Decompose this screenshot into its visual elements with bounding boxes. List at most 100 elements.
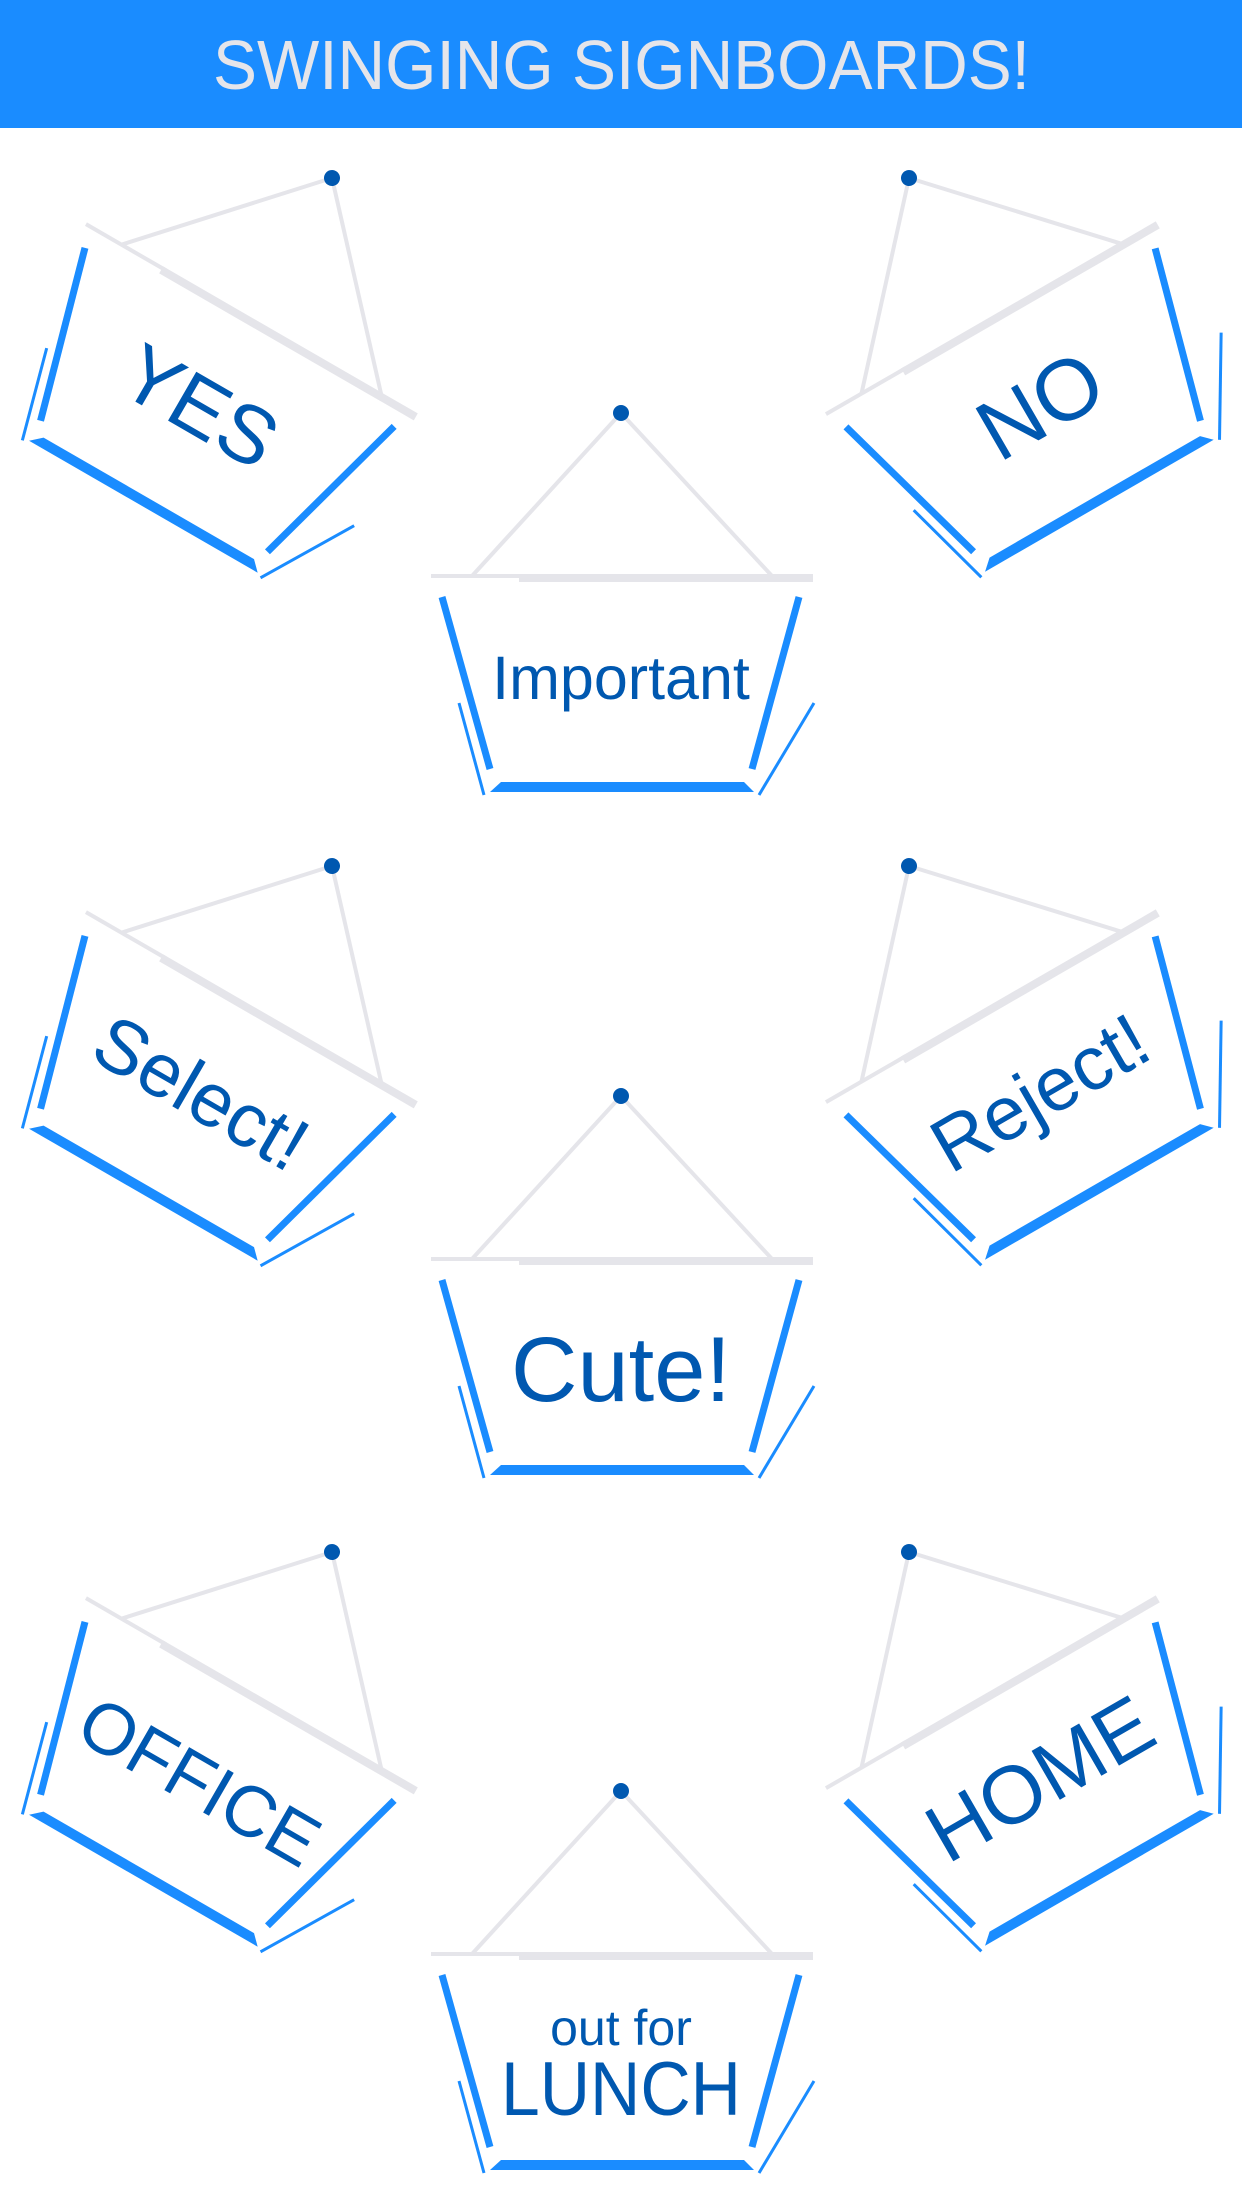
top-bar: [901, 909, 1160, 1064]
pin-icon: [613, 1783, 629, 1799]
sign-label: Important: [492, 644, 750, 712]
pin-icon: [324, 170, 340, 186]
header-bar: [0, 0, 1242, 128]
pin-icon: [901, 1544, 917, 1560]
frame-right-accent: [259, 1212, 355, 1268]
frame-right-edge: [748, 596, 803, 770]
rope-left: [470, 1789, 623, 1956]
rope-left: [120, 864, 333, 935]
rope-right: [619, 1094, 774, 1261]
top-bar-thin: [431, 1257, 523, 1261]
top-bar-thin: [84, 910, 167, 960]
rope-left: [470, 1094, 623, 1261]
top-bar: [519, 574, 813, 582]
top-bar: [159, 266, 418, 421]
top-bar-thin: [824, 1740, 907, 1790]
page-title: SWINGING SIGNBOARDS!: [213, 26, 1030, 104]
signboard-office[interactable]: OFFICE: [0, 1450, 503, 1979]
frame-left-accent: [457, 2080, 486, 2174]
frame-right-edge: [748, 1279, 803, 1453]
frame-right-accent: [757, 702, 816, 796]
frame-bottom-edge: [490, 2160, 754, 2170]
frame-left-accent: [20, 1035, 49, 1129]
sign-label: HOME: [911, 1678, 1170, 1880]
rope-left: [120, 176, 333, 247]
top-bar-thin: [84, 1596, 167, 1646]
sign-label: NO: [961, 332, 1121, 480]
rope-right: [619, 411, 774, 578]
frame-left-accent: [20, 347, 49, 441]
frame-right-edge: [264, 1797, 397, 1929]
frame-left-accent: [912, 1883, 983, 1953]
rope-left: [859, 1551, 911, 1769]
frame-left-edge: [438, 1974, 494, 2148]
rope-right: [908, 176, 1122, 246]
frame-left-edge: [37, 246, 89, 422]
frame-right-accent: [1218, 1020, 1223, 1128]
top-bar-thin: [431, 574, 523, 578]
pin-icon: [901, 170, 917, 186]
top-bar-thin: [824, 1054, 907, 1104]
frame-left-accent: [457, 1385, 486, 1479]
frame-left-edge: [843, 1112, 976, 1243]
sign-label: YES: [106, 327, 294, 488]
frame-left-edge: [438, 596, 494, 770]
frame-bottom-edge: [29, 1125, 258, 1261]
signboard-no[interactable]: NO: [740, 75, 1242, 604]
signboard-important[interactable]: Important: [431, 405, 816, 796]
frame-right-accent: [1218, 1706, 1223, 1814]
rope-right: [908, 864, 1122, 934]
frame-right-edge: [264, 1111, 397, 1243]
frame-left-edge: [843, 1798, 976, 1929]
frame-right-accent: [259, 524, 355, 580]
frame-left-accent: [912, 1197, 983, 1267]
pin-icon: [901, 858, 917, 874]
frame-right-accent: [1218, 332, 1223, 440]
frame-right-edge: [748, 1974, 803, 2148]
rope-left: [120, 1550, 333, 1621]
frame-right-edge: [1151, 247, 1204, 422]
frame-left-edge: [37, 934, 89, 1110]
frame-right-edge: [264, 423, 397, 555]
pin-icon: [324, 1544, 340, 1560]
frame-left-accent: [912, 509, 983, 579]
signboard-reject[interactable]: Reject!: [740, 763, 1242, 1292]
top-bar: [901, 221, 1160, 376]
top-bar-thin: [84, 222, 167, 272]
signboard-cute[interactable]: Cute!: [431, 1088, 816, 1479]
frame-right-accent: [757, 1385, 816, 1479]
top-bar: [159, 954, 418, 1109]
signboard-yes[interactable]: YES: [0, 76, 503, 605]
frame-bottom-edge: [985, 1124, 1214, 1260]
rope-left: [470, 411, 623, 578]
pin-icon: [613, 1088, 629, 1104]
frame-bottom-edge: [29, 1811, 258, 1947]
frame-left-edge: [843, 424, 976, 555]
rope-right: [330, 177, 384, 396]
signboard-lunch[interactable]: out for LUNCH: [431, 1783, 816, 2174]
sign-label-line2: LUNCH: [501, 2047, 741, 2132]
sign-label: Cute!: [511, 1319, 731, 1421]
frame-right-edge: [1151, 1621, 1204, 1796]
pin-icon: [324, 858, 340, 874]
top-bar-thin: [824, 366, 907, 416]
rope-left: [859, 865, 911, 1083]
frame-bottom-edge: [985, 436, 1214, 572]
rope-right: [330, 865, 384, 1084]
top-bar: [519, 1257, 813, 1265]
rope-right: [908, 1550, 1122, 1620]
signboard-select[interactable]: Select!: [0, 764, 503, 1293]
frame-right-accent: [757, 2080, 816, 2174]
frame-bottom-edge: [985, 1810, 1214, 1946]
frame-right-accent: [259, 1898, 355, 1954]
frame-bottom-edge: [490, 782, 754, 792]
frame-left-accent: [457, 702, 486, 796]
rope-right: [330, 1551, 384, 1770]
signboard-home[interactable]: HOME: [740, 1449, 1242, 1978]
top-bar: [901, 1595, 1160, 1750]
frame-right-edge: [1151, 935, 1204, 1110]
top-bar: [159, 1640, 418, 1795]
frame-left-edge: [37, 1620, 89, 1796]
sign-label-line1: out for: [550, 2000, 692, 2056]
